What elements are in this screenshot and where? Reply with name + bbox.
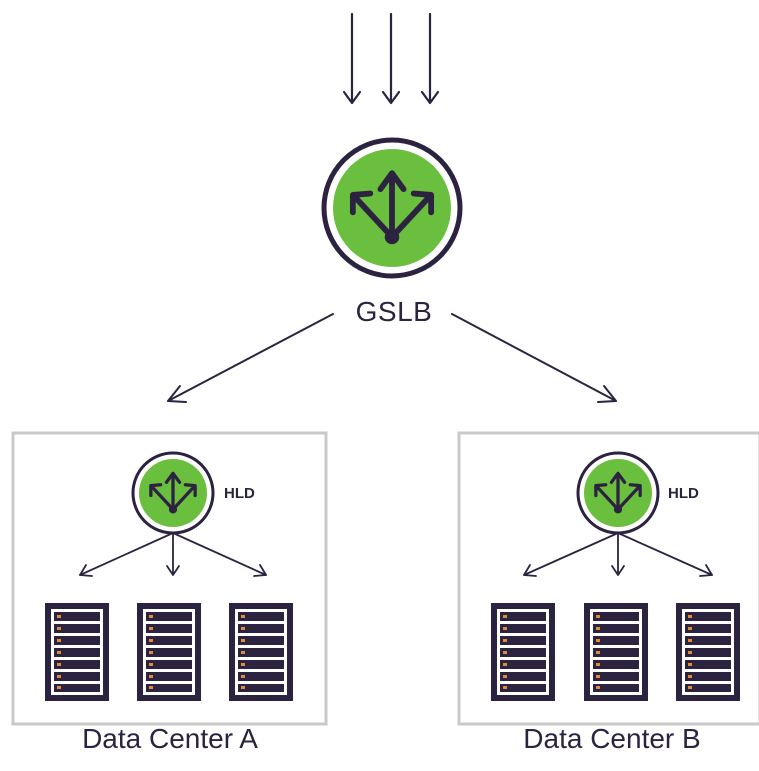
gslb-node: [321, 137, 463, 279]
data-center-a: [11, 431, 328, 726]
data-center-b: [457, 431, 759, 726]
gslb-label: GSLB: [355, 296, 433, 327]
hld-node: [576, 451, 660, 535]
data-center-a-label: Data Center A: [82, 723, 258, 754]
hld-label-b: HLD: [668, 485, 699, 502]
server-rack-icon: [491, 603, 555, 701]
hld-to-server-arrows: [79, 532, 267, 577]
arrow-to-dc-b: [451, 313, 617, 403]
arrow-to-dc-a: [167, 313, 334, 403]
incoming-arrow-left: [342, 12, 362, 105]
server-rack-icon: [676, 603, 740, 701]
incoming-arrow-right: [420, 12, 440, 105]
incoming-traffic-arrows: [342, 12, 440, 105]
server-rack-icon: [45, 603, 109, 701]
hld-label-a: HLD: [224, 485, 255, 502]
data-center-b-label: Data Center B: [523, 723, 701, 754]
server-rack-icon: [229, 603, 293, 701]
server-rack-icon: [584, 603, 648, 701]
gslb-to-dc-arrows: [167, 313, 617, 403]
server-rack-icon: [137, 603, 201, 701]
hld-to-server-arrows: [523, 532, 713, 577]
hld-node: [131, 451, 215, 535]
incoming-arrow-center: [381, 12, 401, 105]
